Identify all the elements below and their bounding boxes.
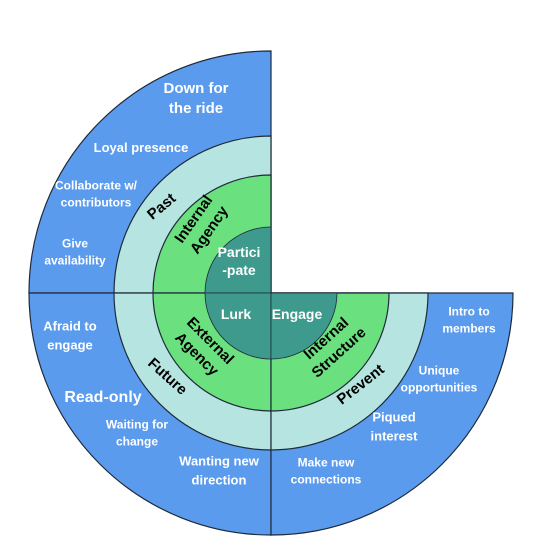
label-participate: Partici-pate: [218, 244, 261, 278]
core-ring-sector-bottom-left: [204, 292, 272, 360]
label-collaborate-with-contributors: Collaborate w/contributors: [55, 179, 138, 210]
label-engage: Engage: [272, 306, 323, 322]
label-read-only: Read-only: [64, 389, 141, 406]
ring-sectors: [28, 50, 514, 536]
core-ring-sector-bottom-right: [270, 292, 338, 360]
label-lurk: Lurk: [221, 306, 252, 322]
label-loyal-presence: Loyal presence: [94, 140, 189, 155]
core-ring-sector-top-left: [204, 226, 272, 294]
